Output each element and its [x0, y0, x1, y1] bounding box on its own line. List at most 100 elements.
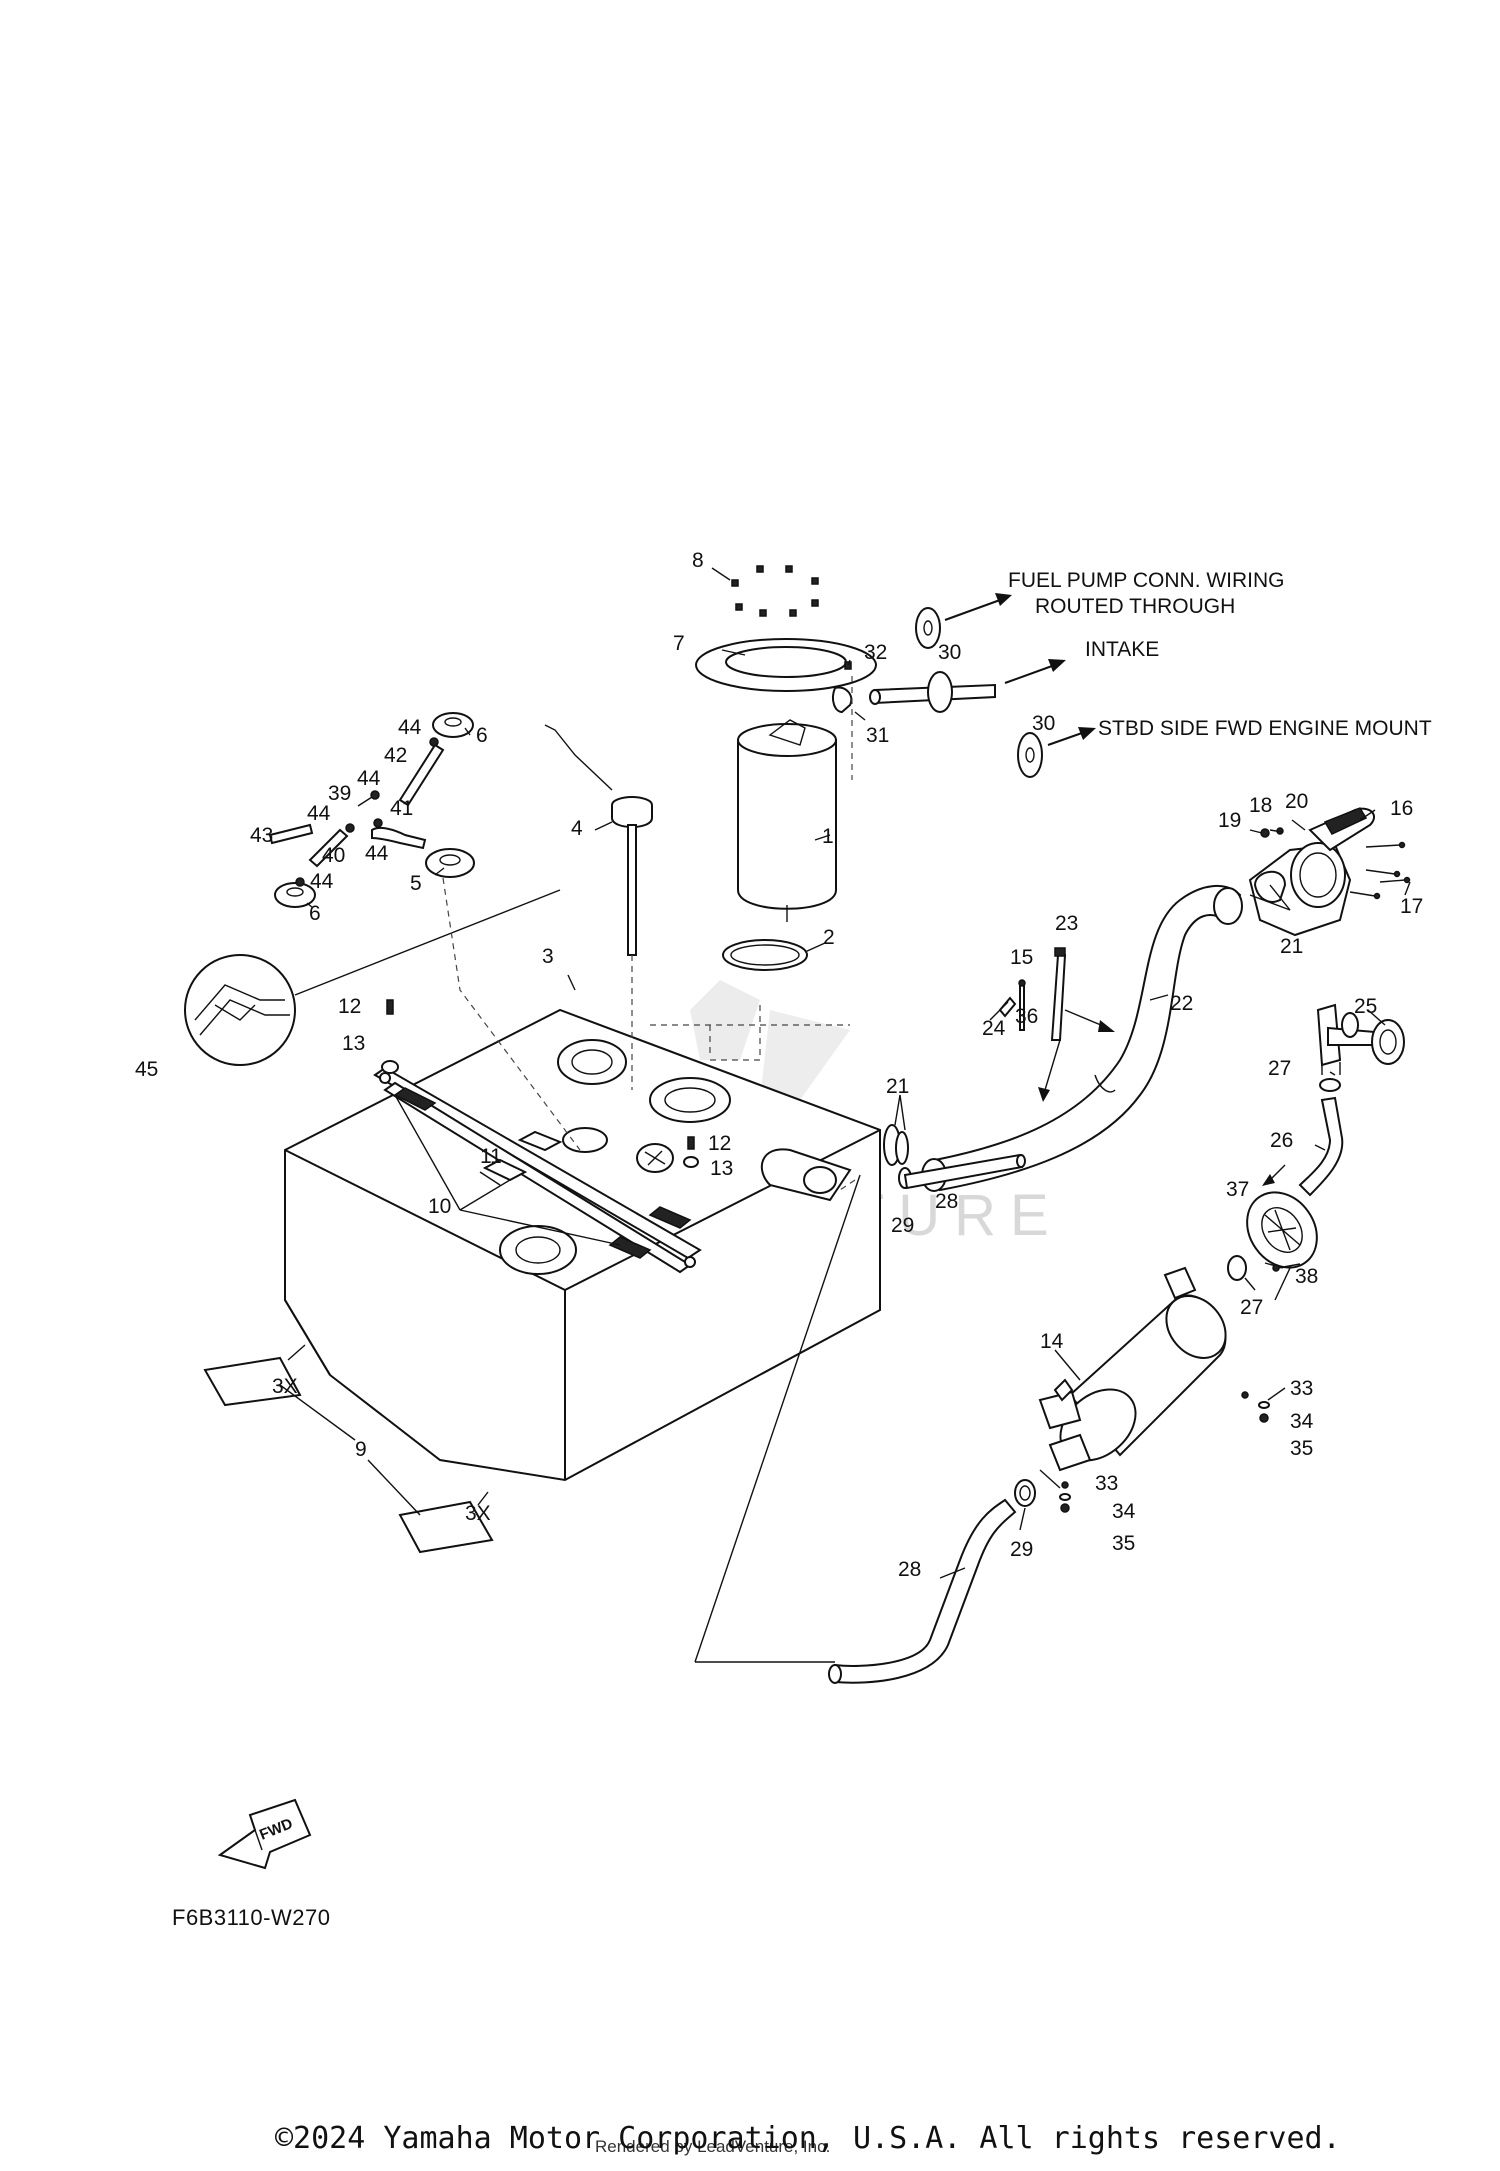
- callout: 17: [1400, 895, 1423, 918]
- bolt[interactable]: [989, 979, 1026, 1031]
- intake-tube[interactable]: [869, 671, 996, 713]
- callout: 23: [1055, 912, 1078, 935]
- callout: 7: [673, 632, 685, 655]
- callout: 38: [1295, 1265, 1318, 1288]
- direction-arrows: [944, 593, 1096, 746]
- note-intake: INTAKE: [1085, 638, 1159, 661]
- callout: 13: [710, 1157, 733, 1180]
- callout: 29: [891, 1214, 914, 1237]
- bolt-washer[interactable]: [381, 999, 699, 1168]
- callout: 10: [428, 1195, 451, 1218]
- callout: 25: [1354, 995, 1377, 1018]
- callout: 12: [708, 1132, 731, 1155]
- callout: 18: [1249, 794, 1272, 817]
- callout: 6: [309, 902, 321, 925]
- detail-view-45[interactable]: [184, 889, 561, 1066]
- note-fuel-pump-1: FUEL PUMP CONN. WIRING: [1008, 569, 1285, 592]
- callout: 3: [542, 945, 554, 968]
- callout: 41: [390, 797, 413, 820]
- callout: 22: [1170, 992, 1193, 1015]
- callout: 30: [938, 641, 961, 664]
- leader-arrows: [1038, 1009, 1115, 1102]
- callout: 9: [355, 1438, 367, 1461]
- callout: 30: [1032, 712, 1055, 735]
- callout: 44: [357, 767, 381, 790]
- callout: 43: [250, 824, 273, 847]
- callout: 14: [1040, 1330, 1064, 1353]
- callout: 44: [310, 870, 334, 893]
- screw[interactable]: [1272, 1263, 1301, 1272]
- callout: 28: [935, 1190, 958, 1213]
- callout: 27: [1240, 1296, 1263, 1319]
- callout: 26: [1270, 1129, 1293, 1152]
- fuel-tank[interactable]: [284, 1008, 881, 1482]
- fuel-fitting[interactable]: [832, 661, 853, 780]
- callout: 20: [1285, 790, 1308, 813]
- fuel-filter[interactable]: [1038, 1266, 1238, 1475]
- callout: 36: [1015, 1005, 1038, 1028]
- guide-dashes: [442, 877, 761, 1151]
- reference-lines: [694, 1174, 861, 1663]
- hose-clamp[interactable]: [883, 1124, 912, 1189]
- callout: 32: [864, 641, 887, 664]
- callout: 34: [1112, 1500, 1136, 1523]
- callout: 44: [365, 842, 389, 865]
- watermark-logo: [690, 980, 850, 1100]
- callout: 33: [1290, 1377, 1313, 1400]
- callout: 1: [822, 825, 834, 848]
- vent-valve[interactable]: [274, 712, 475, 908]
- callout: 13: [342, 1032, 365, 1055]
- callout-leaders: [306, 567, 1411, 1579]
- tank-strap[interactable]: [373, 1066, 702, 1274]
- callout: 11: [480, 1145, 502, 1168]
- callout: 19: [1218, 809, 1241, 832]
- callout: 28: [898, 1558, 921, 1581]
- callout: 12: [338, 995, 361, 1018]
- callout: 24: [982, 1017, 1006, 1040]
- fuel-hose-28[interactable]: [828, 1479, 1036, 1684]
- fuel-hose-26[interactable]: [1227, 1062, 1344, 1281]
- callout: 6: [476, 724, 488, 747]
- callout: 21: [886, 1075, 909, 1098]
- callout: 16: [1390, 797, 1413, 820]
- leader-lines-9: [279, 1344, 489, 1516]
- qty-label: 3X: [465, 1502, 491, 1525]
- callout: 42: [384, 744, 407, 767]
- filler-cap-assembly[interactable]: [1248, 807, 1375, 937]
- callout: 21: [1280, 935, 1303, 958]
- callout: 40: [322, 844, 345, 867]
- callout: 45: [135, 1058, 158, 1081]
- callout: 35: [1112, 1532, 1135, 1555]
- callout: 4: [571, 817, 583, 840]
- fwd-arrow-icon: FWD: [217, 1798, 312, 1870]
- pump-screws[interactable]: [731, 565, 819, 617]
- fuel-pump-assembly[interactable]: [695, 638, 877, 971]
- callout: 34: [1290, 1410, 1314, 1433]
- grommet[interactable]: [915, 607, 1043, 778]
- filler-neck-hose[interactable]: [921, 884, 1243, 1192]
- fuel-level-sender[interactable]: [544, 724, 653, 956]
- callout: 31: [866, 724, 889, 747]
- callout: 29: [1010, 1538, 1033, 1561]
- callout: 35: [1290, 1437, 1313, 1460]
- qty-label: 3X: [272, 1375, 298, 1398]
- callout: 39: [328, 782, 351, 805]
- water-separator-tee[interactable]: [1316, 1003, 1405, 1067]
- breather-hose[interactable]: [268, 737, 445, 887]
- strainer-cover[interactable]: [1233, 1164, 1331, 1301]
- adhesive-pad[interactable]: 3X 3X: [203, 1356, 494, 1554]
- filter-bracket-hardware[interactable]: [1059, 1391, 1270, 1513]
- note-stbd: STBD SIDE FWD ENGINE MOUNT: [1098, 717, 1432, 740]
- callout: 27: [1268, 1057, 1291, 1080]
- callout: 44: [307, 802, 331, 825]
- fuel-hose-28-upper[interactable]: [903, 1153, 1026, 1190]
- note-fuel-pump-2: ROUTED THROUGH: [1035, 595, 1235, 618]
- callout-numbers: 1 2 3 4 5 6 6 7 8 9 10 11 12 12 13 13 14…: [135, 549, 1423, 1581]
- strap-pads[interactable]: [393, 1087, 692, 1259]
- callout: 8: [692, 549, 704, 572]
- leader-lines-10-11: [394, 1094, 621, 1246]
- callout: 37: [1226, 1178, 1249, 1201]
- cable-tie[interactable]: [1050, 947, 1067, 1041]
